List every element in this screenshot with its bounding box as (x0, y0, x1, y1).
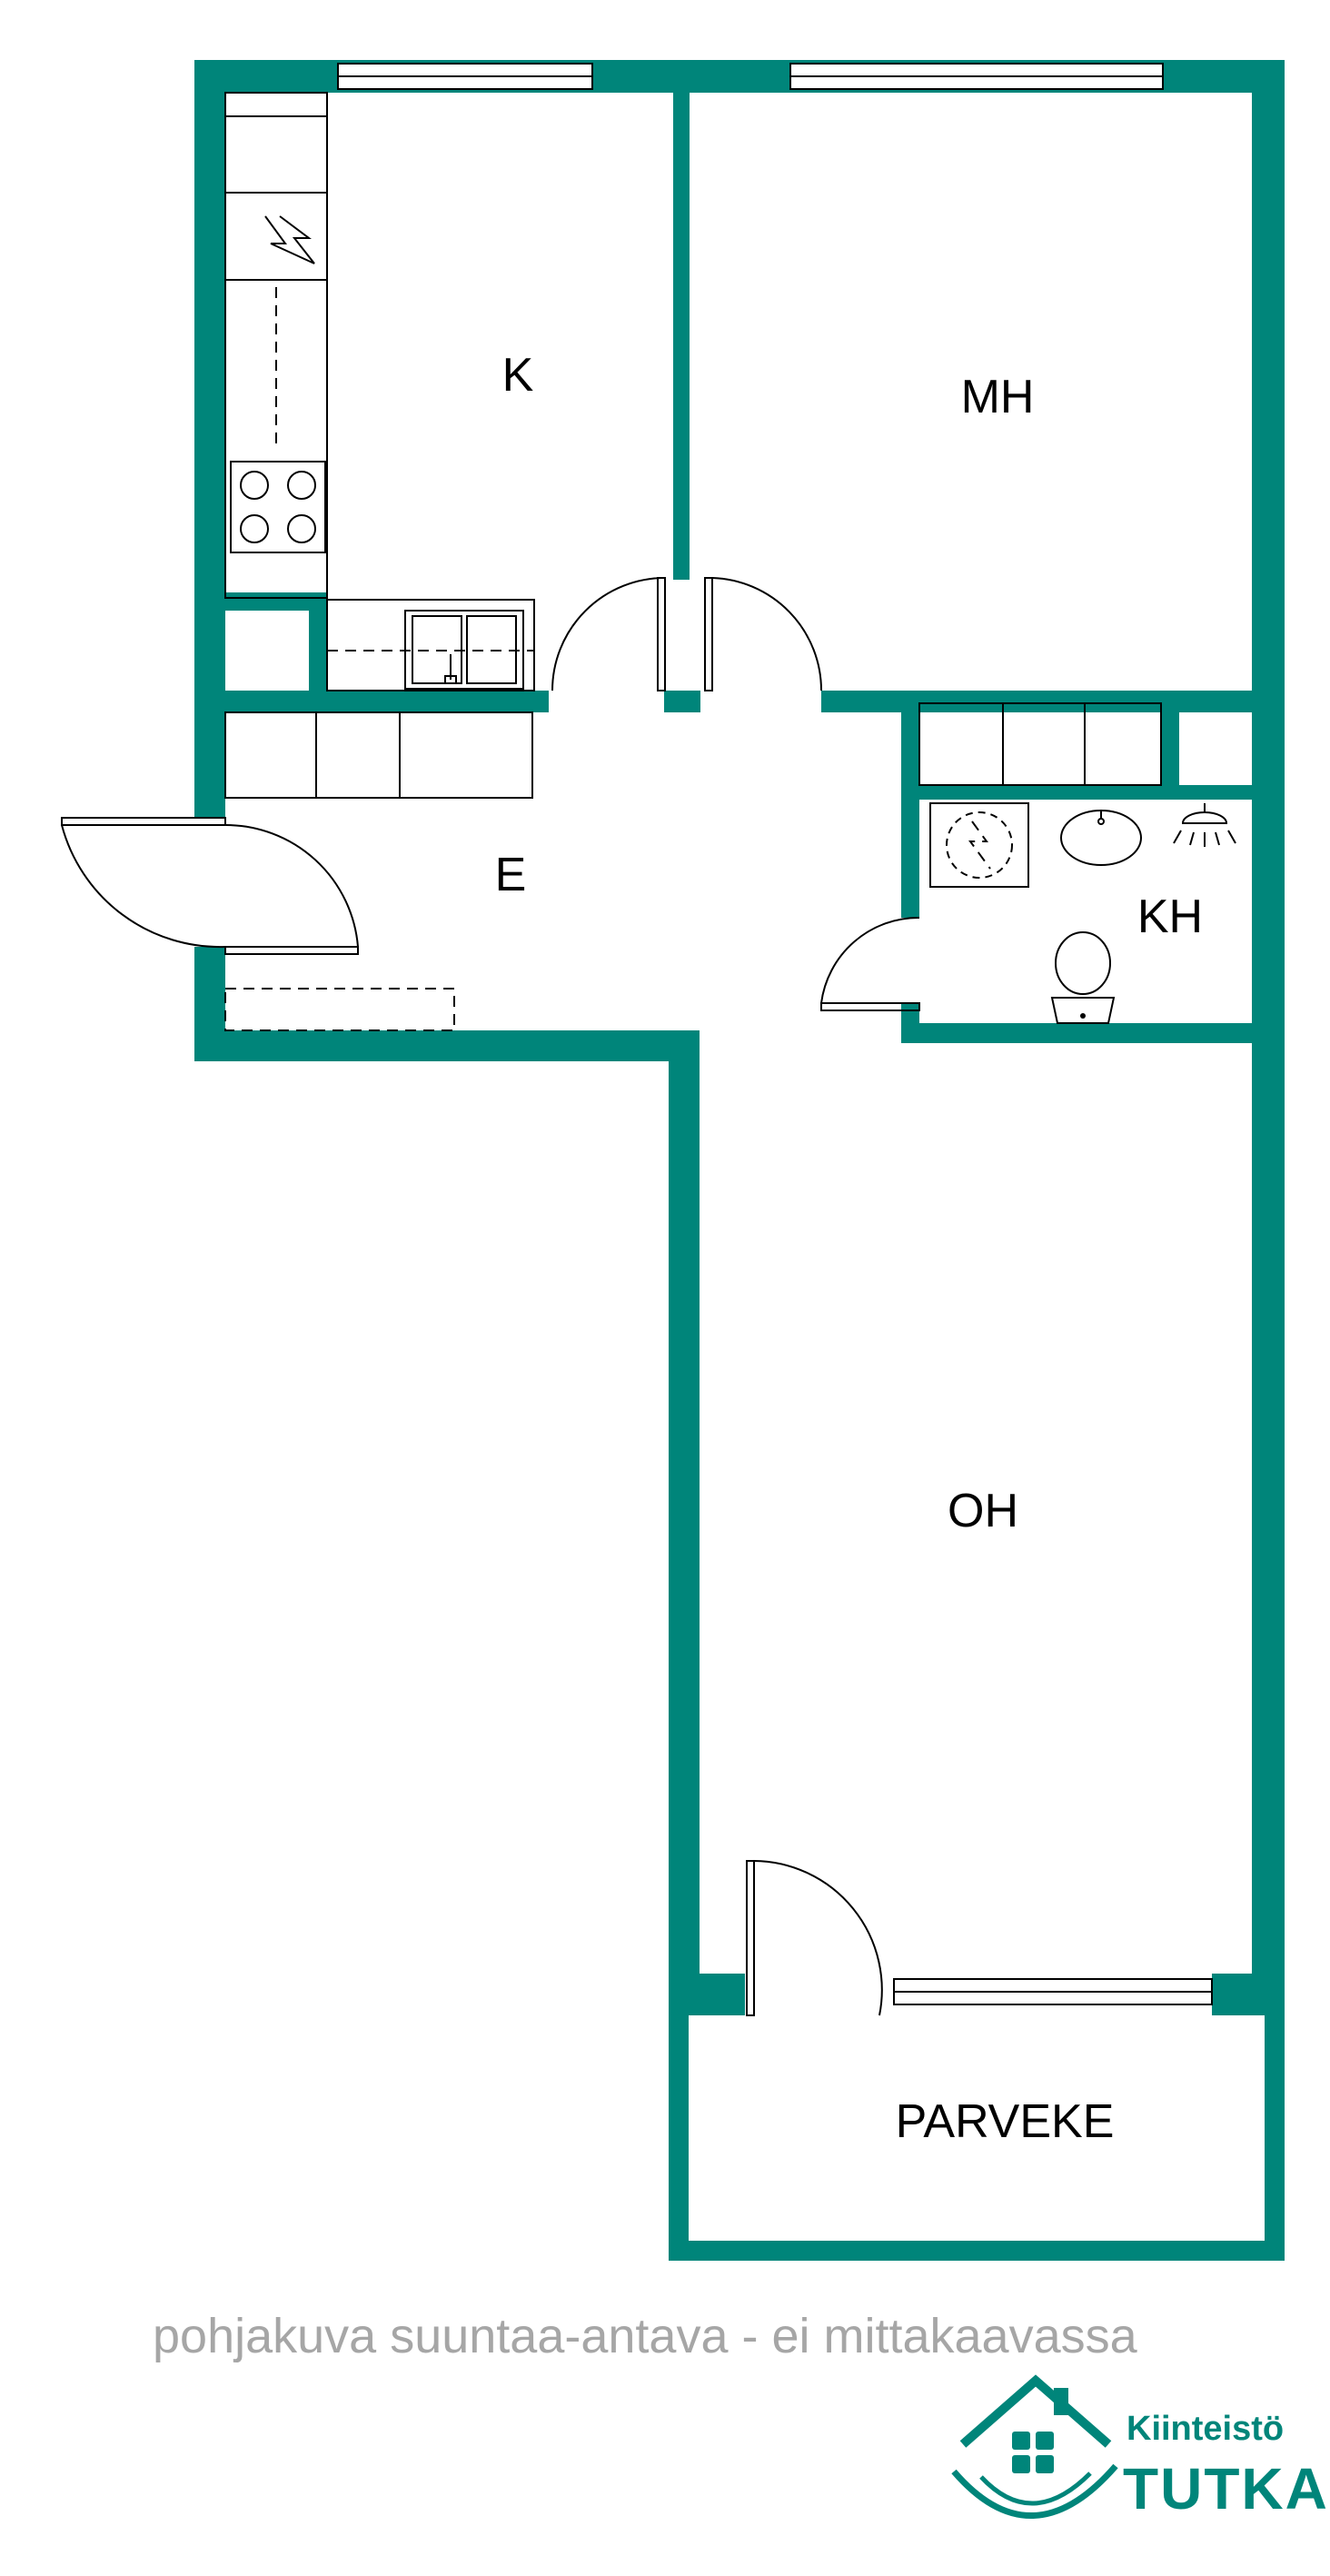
shower-icon (1173, 803, 1236, 847)
room-label-balcony: PARVEKE (896, 2095, 1115, 2148)
room-label-living-room: OH (948, 1485, 1018, 1537)
windows (337, 63, 1213, 2005)
hall-fixtures (224, 711, 533, 1031)
bathroom-fixtures (929, 802, 1236, 1024)
doors (61, 577, 920, 2016)
room-label-bathroom: KH (1137, 890, 1203, 943)
company-logo: Kiinteistö TUTKA (945, 2372, 1327, 2553)
logo-text-bottom: TUTKA (1123, 2456, 1329, 2521)
logo-text-top: Kiinteistö (1127, 2410, 1285, 2448)
room-label-hall: E (495, 849, 527, 901)
disclaimer-note: pohjakuva suuntaa-antava - ei mittakaava… (153, 2309, 1137, 2363)
kitchen-fixtures (224, 92, 535, 691)
room-label-kitchen: K (502, 349, 534, 402)
room-label-bedroom: MH (961, 371, 1035, 423)
walls (194, 60, 1285, 2261)
wardrobe (918, 702, 1162, 786)
room-labels: K MH E KH OH PARVEKE (495, 349, 1203, 2148)
house-logo-icon (951, 2374, 1118, 2519)
lightning-icon (264, 215, 315, 264)
